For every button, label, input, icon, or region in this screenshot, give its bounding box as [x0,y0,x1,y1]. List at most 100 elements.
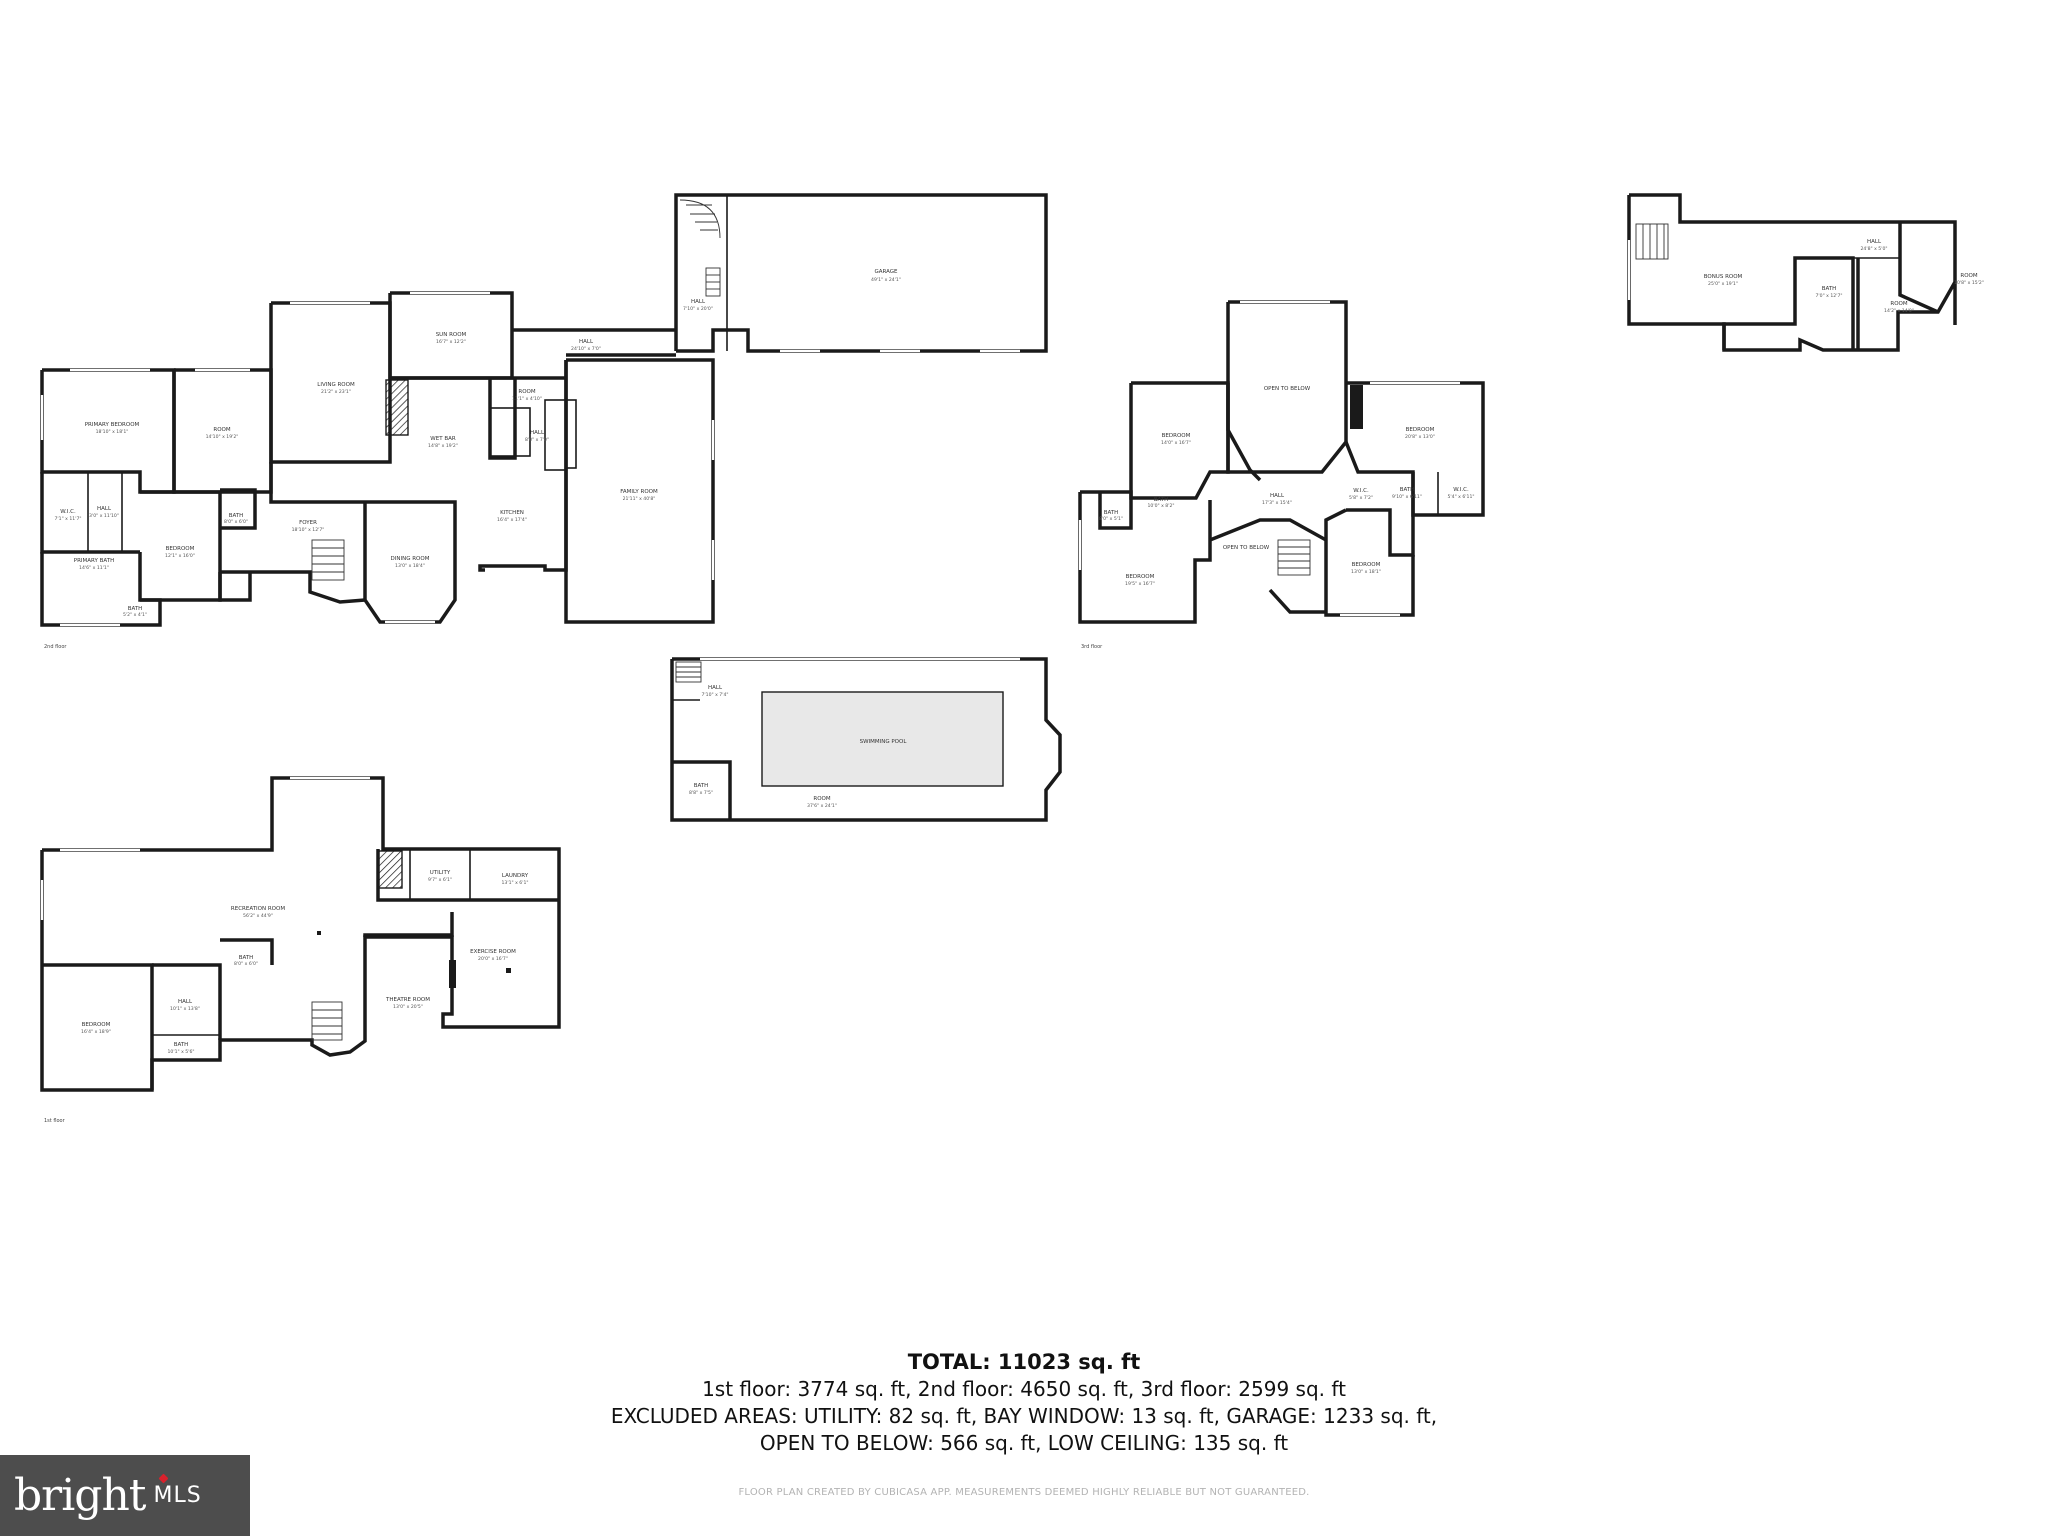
room-dimensions: 24'10" x 7'0" [571,346,601,352]
room-label: BEDROOM [1126,574,1155,580]
room-label: BATH [229,513,244,519]
logo-mls: MLS [153,1483,202,1508]
room-dimensions: 14'0" x 16'7" [1161,440,1191,446]
room-label: BEDROOM [166,546,195,552]
room-dimensions: 56'2" x 44'9" [243,913,273,919]
room-dimensions: 17'3" x 15'4" [1262,500,1292,506]
room-dimensions: 18'10" x 12'7" [292,527,325,533]
room-dimensions: 18'10" x 18'1" [96,429,129,435]
room-label: UTILITY [430,870,451,876]
room-dimensions: 7'1" x 11'7" [54,516,81,522]
room-label: SUN ROOM [436,332,467,338]
room-label: HALL [708,685,723,691]
area-summary: TOTAL: 11023 sq. ft 1st floor: 3774 sq. … [0,1348,2048,1457]
room-label: LAUNDRY [502,873,529,879]
second-floor-labels: GARAGE 49'1" x 24'1" HALL 7'10" x 20'0" … [54,269,900,618]
room-dimensions: 13'0" x 20'5" [393,1004,423,1010]
room-dimensions: 8'0" x 7'0" [525,437,549,443]
room-dimensions: 5'2" x 4'1" [123,612,147,618]
room-label: HALL [530,430,545,436]
room-label: BATH [1400,487,1415,493]
room-label: RECREATION ROOM [231,906,285,912]
third-floor-labels: OPEN TO BELOW BEDROOM 14'0" x 16'7" BEDR… [1099,386,1475,587]
room-dimensions: 20'8" x 13'0" [1405,434,1435,440]
room-dimensions: 14'2" x 14'0" [1884,308,1914,314]
room-label: HALL [1270,493,1285,499]
room-dimensions: 24'8" x 5'0" [1860,246,1887,252]
pool-house-labels: HALL 7'10" x 7'4" SWIMMING POOL BATH 8'8… [689,685,907,809]
room-dimensions: 10'1" x 13'8" [170,1006,200,1012]
room-label: HALL [1867,239,1882,245]
room-label: SWIMMING POOL [860,739,908,745]
open-areas: OPEN TO BELOW: 566 sq. ft, LOW CEILING: … [759,1431,1289,1455]
room-dimensions: 10'8" x 15'2" [1954,280,1984,286]
bright-mls-logo: bright MLS [0,1455,250,1536]
room-label: W.I.C. [1453,487,1469,493]
room-label: ROOM [1960,273,1977,279]
room-label: BEDROOM [82,1022,111,1028]
first-floor-labels: UTILITY 9'7" x 6'1" LAUNDRY 13'1" x 6'1"… [81,870,529,1055]
room-label: OPEN TO BELOW [1264,386,1311,392]
room-dimensions: 10'0" x 8'2" [1147,503,1174,509]
room-dimensions: 21'2" x 23'1" [321,389,351,395]
pool-house-plan [670,657,1062,822]
room-dimensions: 12'1" x 16'0" [165,553,195,559]
room-dimensions: 14'10" x 19'2" [206,434,239,440]
room-dimensions: 16'4" x 17'4" [497,517,527,523]
room-dimensions: 20'0" x 16'7" [478,956,508,962]
room-dimensions: 7'10" x 7'4" [701,692,728,698]
room-label: BEDROOM [1406,427,1435,433]
room-label: ROOM [213,427,230,433]
room-label: BEDROOM [1162,433,1191,439]
room-label: ROOM [813,796,830,802]
first-floor-plan: 1st floor [40,776,561,1124]
bonus-floor-labels: BONUS ROOM 25'0" x 19'1" HALL 24'8" x 5'… [1704,239,1984,314]
room-dimensions: 14'6" x 11'1" [79,565,109,571]
floor-label-2nd: 2nd floor [44,644,67,650]
room-dimensions: 37'6" x 24'1" [807,803,837,809]
room-label: FOYER [299,520,317,526]
room-dimensions: 13'1" x 6'1" [501,880,528,886]
bonus-floor-plan [1627,193,1957,352]
room-label: BATH [1154,497,1169,503]
total-area: TOTAL: 11023 sq. ft [907,1350,1141,1374]
room-label: HALL [691,299,706,305]
room-dimensions: 8'0" x 5'1" [1099,516,1123,522]
room-dimensions: 13'0" x 18'1" [1351,569,1381,575]
room-dimensions: 8'0" x 6'0" [234,961,258,967]
room-label: GARAGE [874,269,898,275]
room-dimensions: 5'4" x 6'11" [1447,494,1474,500]
room-label: HALL [579,339,594,345]
room-dimensions: 8'0" x 6'0" [224,519,248,525]
room-label: DINING ROOM [391,556,430,562]
room-dimensions: 7'0" x 12'7" [1815,293,1842,299]
floor-label-1st: 1st floor [44,1118,66,1124]
room-label: BATH [174,1042,189,1048]
room-label: BONUS ROOM [1704,274,1743,280]
room-dimensions: 10'1" x 5'6" [167,1049,194,1055]
logo-accent-icon [158,1473,169,1484]
room-label: FAMILY ROOM [620,489,658,495]
floor-label-3rd: 3rd floor [1081,644,1103,650]
floor-areas: 1st floor: 3774 sq. ft, 2nd floor: 4650 … [702,1377,1346,1401]
room-label: BATH [1104,510,1119,516]
room-label: KITCHEN [500,510,524,516]
room-label: OPEN TO BELOW [1223,545,1270,551]
room-label: BEDROOM [1352,562,1381,568]
room-dimensions: 3'0" x 11'10" [89,513,119,519]
third-floor-plan: 3rd floor [1078,300,1485,650]
room-label: HALL [97,506,112,512]
room-label: PRIMARY BEDROOM [85,422,140,428]
room-label: BATH [128,606,143,612]
room-label: WET BAR [430,436,456,442]
room-dimensions: 11'1" x 4'10" [512,396,542,402]
room-dimensions: 49'1" x 24'1" [871,277,901,283]
room-label: LIVING ROOM [317,382,355,388]
logo-word: bright [14,1470,146,1521]
second-floor-plan: 2nd floor [40,193,1048,650]
room-dimensions: 13'0" x 18'4" [395,563,425,569]
room-label: THEATRE ROOM [385,997,430,1003]
room-label: W.I.C. [60,509,76,515]
room-label: PRIMARY BATH [74,558,114,564]
